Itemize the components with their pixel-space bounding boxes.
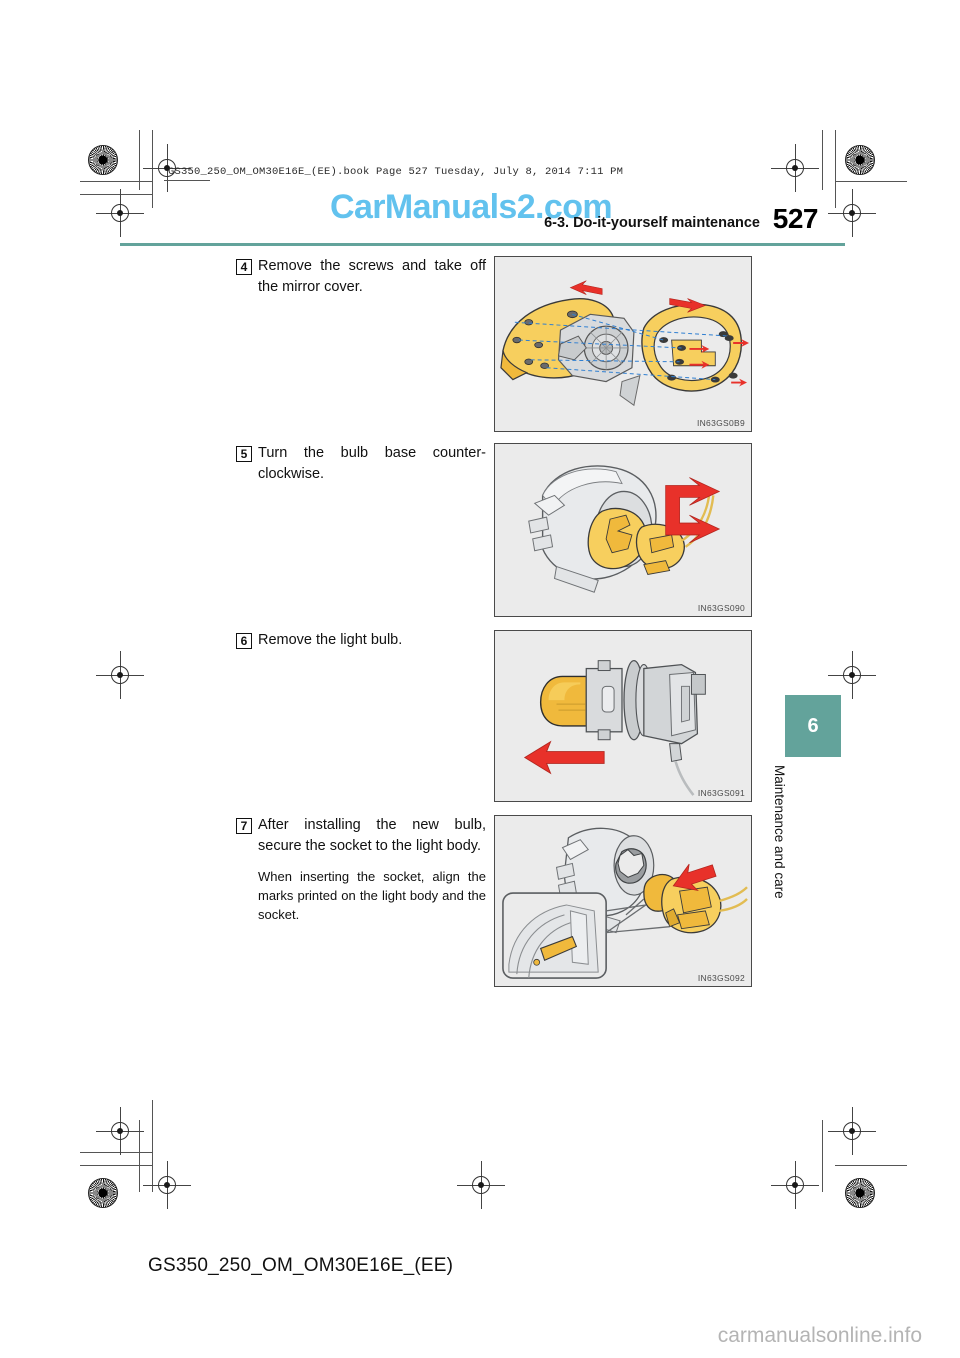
light-bulb-illustration [495,631,751,801]
file-stamp: GS350_250_OM_OM30E16E_(EE).book Page 527… [168,166,624,178]
step-text-column-4: 4 Remove the screws and take off the mir… [236,256,486,298]
registration-mark-bottom-right-upper [828,1107,876,1155]
figure-bulb-base-turn: IN63GS090 [494,443,752,617]
step-text-column-5: 5 Turn the bulb base counter-clockwise. [236,443,486,485]
file-stamp-rule [164,180,210,181]
registration-mark-bottom-center [457,1161,505,1209]
watermark-bottom: carmanualsonline.info [717,1324,922,1347]
star-target-top-left [88,145,118,175]
step-note-7: When inserting the socket, align the mar… [258,869,486,922]
figure-caption-6: IN63GS091 [695,788,747,798]
star-target-bottom-left [88,1178,118,1208]
watermark-top: CarManuals2.com [330,188,613,226]
crop-line-top-left-vertical [139,130,140,190]
chapter-tab-label: Maintenance and care [772,765,787,899]
star-target-top-right [845,145,875,175]
step-4: 4 Remove the screws and take off the mir… [236,256,486,298]
registration-mark-top-left [143,144,191,192]
crop-line-top-left-horizontal [80,181,152,182]
crop-line-bottom-right-vertical [822,1120,823,1192]
registration-mark-bottom-left-upper [96,1107,144,1155]
figure-caption-5: IN63GS090 [695,603,747,613]
crop-line-top-left-vertical-inner [152,130,153,208]
figure-caption-4: IN63GS0B9 [694,418,747,428]
registration-mark-top-right [771,144,819,192]
bulb-base-illustration [495,444,751,616]
crop-line-bottom-right-horizontal [835,1165,907,1166]
registration-mark-middle-left [96,651,144,699]
crop-line-bottom-left-horizontal-inner [80,1152,152,1153]
step-7: 7 After installing the new bulb, secure … [236,815,486,925]
step-6: 6 Remove the light bulb. [236,630,486,651]
crop-line-top-right-vertical-inner [835,130,836,208]
star-target-bottom-right [845,1178,875,1208]
crop-line-bottom-left-horizontal [80,1165,152,1166]
registration-mark-top-right-lower [828,189,876,237]
socket-install-illustration [495,816,751,986]
step-instruction-4: Remove the screws and take off the mirro… [258,258,486,296]
step-text-column-7: 7 After installing the new bulb, secure … [236,815,486,925]
registration-mark-bottom-right [771,1161,819,1209]
page-number: 527 [772,203,819,234]
step-instruction-7: After installing the new bulb, secure th… [258,817,486,855]
mirror-cover-illustration [495,257,751,431]
crop-line-top-left-horizontal-inner [80,194,152,195]
step-number-6: 6 [236,633,252,649]
header-rule [120,243,845,246]
running-head: 6-3. Do-it-yourself maintenance [544,215,760,231]
step-5: 5 Turn the bulb base counter-clockwise. [236,443,486,485]
step-instruction-6: Remove the light bulb. [258,632,403,648]
figure-mirror-cover-removal: IN63GS0B9 [494,256,752,432]
footer-document-code: GS350_250_OM_OM30E16E_(EE) [148,1255,454,1276]
crop-line-bottom-left-vertical-inner [152,1100,153,1192]
crop-line-bottom-left-vertical [139,1120,140,1192]
figure-caption-7: IN63GS092 [695,973,747,983]
step-text-column-6: 6 Remove the light bulb. [236,630,486,651]
figure-bulb-removal: IN63GS091 [494,630,752,802]
registration-mark-top-left-lower [96,189,144,237]
crop-line-top-right-horizontal [835,181,907,182]
chapter-tab-number: 6 [785,695,841,757]
registration-mark-bottom-left [143,1161,191,1209]
figure-socket-install: IN63GS092 [494,815,752,987]
crop-line-top-right-vertical [822,130,823,190]
registration-mark-middle-right [828,651,876,699]
step-number-4: 4 [236,259,252,275]
step-instruction-5: Turn the bulb base counter-clockwise. [258,445,486,483]
step-number-5: 5 [236,446,252,462]
step-number-7: 7 [236,818,252,834]
